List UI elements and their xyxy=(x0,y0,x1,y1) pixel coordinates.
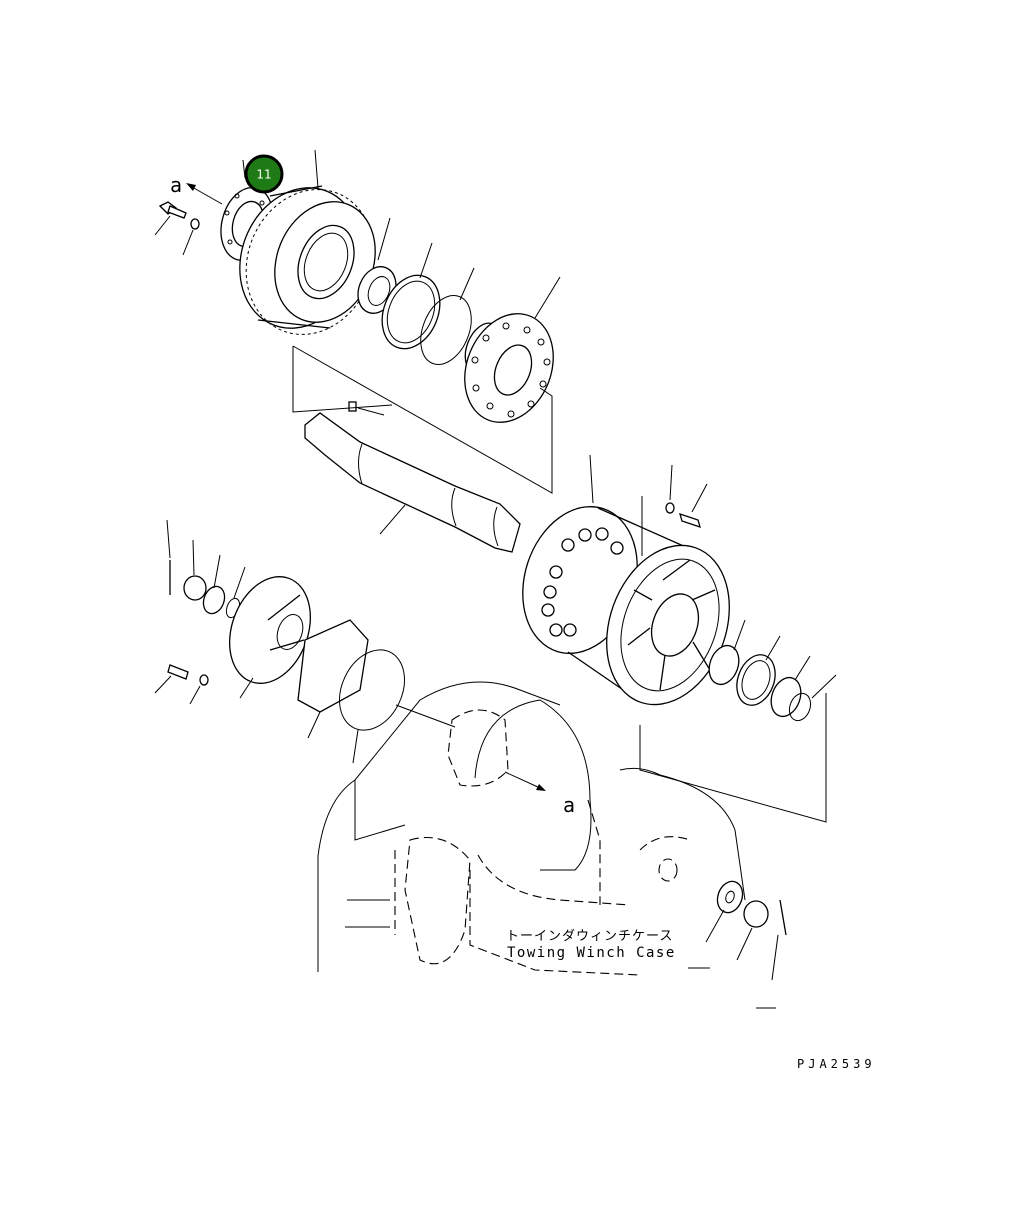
castle-nut-bottom-right xyxy=(743,900,769,928)
washer-lower-left xyxy=(199,674,209,686)
drawing-code: PJA2539 xyxy=(797,1057,876,1071)
callout-badge-11[interactable]: 11 xyxy=(244,154,284,194)
ref-marker-bottom: a xyxy=(563,793,575,817)
snap-ring-right xyxy=(736,654,776,706)
winch-drum-assembly xyxy=(522,506,812,722)
left-cover-assembly xyxy=(167,560,405,731)
snap-ring-upper xyxy=(381,274,441,350)
bolt-right xyxy=(679,512,701,529)
bracket-upper-right xyxy=(292,345,553,494)
shaft-key xyxy=(348,401,357,412)
bearing-right xyxy=(708,644,740,686)
seal-right xyxy=(770,676,802,718)
reference-arrow-top xyxy=(186,183,223,205)
ref-marker-top: a xyxy=(170,173,182,197)
callout-number: 11 xyxy=(256,168,271,182)
spoked-drum-flange xyxy=(606,544,730,706)
hub-flange xyxy=(464,313,554,423)
case-label-english: Towing Winch Case xyxy=(507,945,676,961)
washer-left xyxy=(202,585,226,615)
washer-right xyxy=(665,502,675,514)
washer-top-left xyxy=(190,218,200,230)
castle-nut-left xyxy=(183,575,207,601)
case-label-japanese: トーインダウィンチケース xyxy=(506,929,673,944)
cotter-pin-bottom-right xyxy=(779,899,787,936)
reference-arrow-bottom xyxy=(504,771,546,791)
towing-winch-case xyxy=(317,681,827,976)
o-ring-right xyxy=(788,692,812,722)
bolt-lower-left xyxy=(167,664,189,680)
washer-bottom-right xyxy=(716,880,744,914)
gasket-left xyxy=(297,619,369,713)
o-ring-upper xyxy=(420,295,472,365)
ring-gear xyxy=(239,185,376,335)
leader-lines xyxy=(154,149,837,1009)
drive-shaft xyxy=(304,401,521,553)
large-o-ring xyxy=(339,649,405,731)
upper-gear-assembly xyxy=(158,185,554,423)
bracket-upper-left xyxy=(292,346,393,413)
bolt-top-left xyxy=(158,201,187,219)
